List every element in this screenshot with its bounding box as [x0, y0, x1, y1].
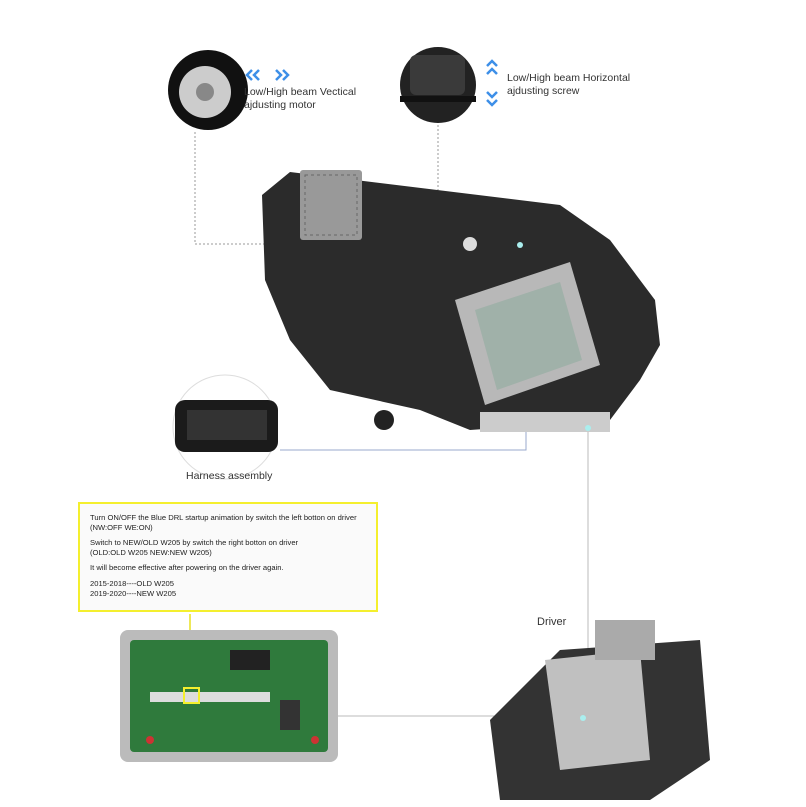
note-line: 2015-2018----OLD W205: [90, 578, 174, 588]
driver-pcb-photo: [120, 630, 338, 762]
label-line: ajdusting screw: [507, 85, 580, 97]
note-line: (OLD:OLD W205 NEW:NEW W205): [90, 547, 212, 557]
vertical-motor-photo: [168, 50, 248, 130]
note-line: Switch to NEW/OLD W205 by switch the rig…: [90, 538, 299, 548]
driver-assembly-photo: [490, 620, 710, 800]
horizontal-screw-photo: [400, 47, 476, 123]
horizontal-screw-label: Low/High beam Horizontal ajdusting screw: [507, 72, 630, 98]
driver-switch-note: Turn ON/OFF the Blue DRL startup animati…: [78, 502, 378, 612]
driver-label: Driver: [537, 616, 567, 628]
headlight-photo: [262, 170, 660, 432]
note-line: Turn ON/OFF the Blue DRL startup animati…: [90, 513, 357, 522]
harness-photo: [172, 374, 278, 480]
harness-label: Harness assembly: [186, 470, 273, 482]
note-line: (NW:OFF WE:ON): [90, 522, 153, 532]
label-line: Low/High beam Horizontal: [507, 72, 631, 84]
note-line: It will become effective after powering …: [90, 563, 284, 573]
note-line: 2019-2020----NEW W205: [90, 588, 177, 598]
label-line: ajdusting motor: [244, 99, 316, 111]
chevron-up-down-icon: [486, 59, 498, 107]
vertical-motor-label: Low/High beam Vectical ajdusting motor: [244, 86, 356, 112]
label-line: Low/High beam Vectical: [244, 86, 357, 98]
chevron-left-right-icon: [245, 69, 290, 81]
